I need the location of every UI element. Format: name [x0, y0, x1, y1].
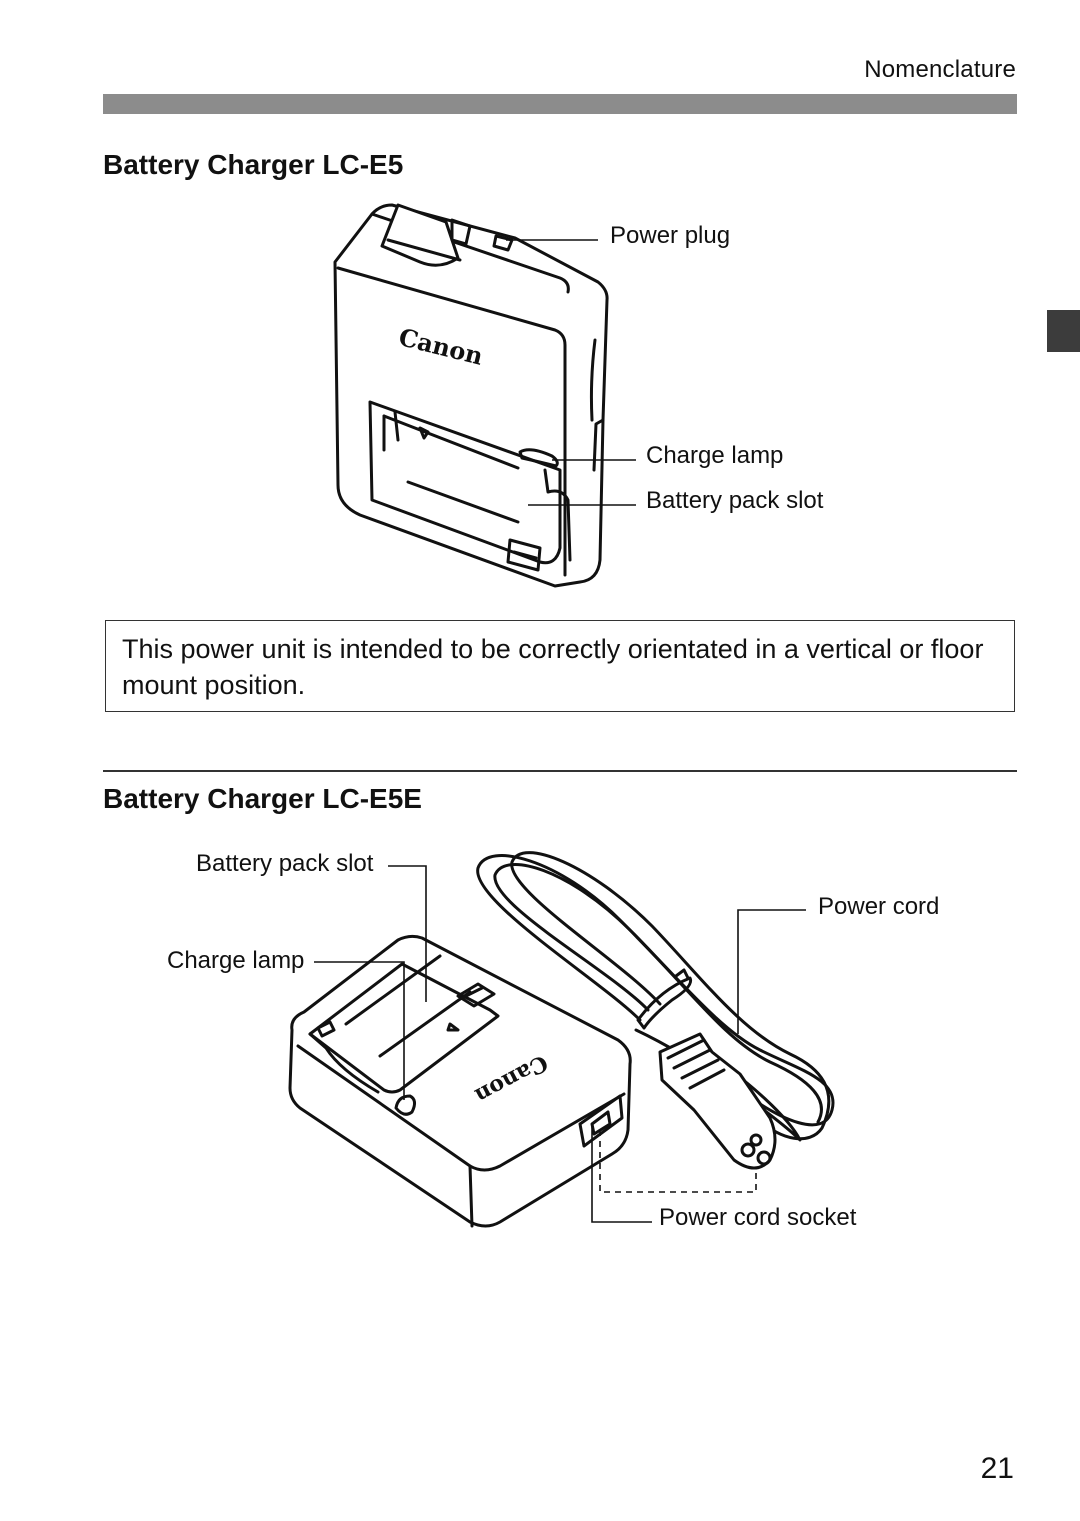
label-charge-lamp: Charge lamp	[646, 442, 784, 469]
label-charge-lamp-e5e: Charge lamp	[167, 947, 305, 974]
section-divider	[103, 770, 1017, 772]
chapter-tab	[1047, 310, 1080, 352]
label-power-cord: Power cord	[818, 893, 940, 920]
lc-e5-illustration	[333, 203, 636, 588]
running-head: Nomenclature	[864, 56, 1016, 83]
label-power-plug: Power plug	[610, 222, 731, 249]
label-battery-pack-slot-e5e: Battery pack slot	[196, 850, 374, 877]
section-title-lc-e5e: Battery Charger LC-E5E	[103, 783, 422, 814]
lc-e5e-illustration	[288, 851, 835, 1228]
orientation-notice: This power unit is intended to be correc…	[105, 620, 1015, 712]
label-power-cord-socket: Power cord socket	[659, 1204, 857, 1231]
header-bar	[103, 94, 1017, 114]
page-number: 21	[980, 1452, 1014, 1485]
label-battery-pack-slot: Battery pack slot	[646, 487, 824, 514]
section-title-lc-e5: Battery Charger LC-E5	[103, 149, 404, 180]
